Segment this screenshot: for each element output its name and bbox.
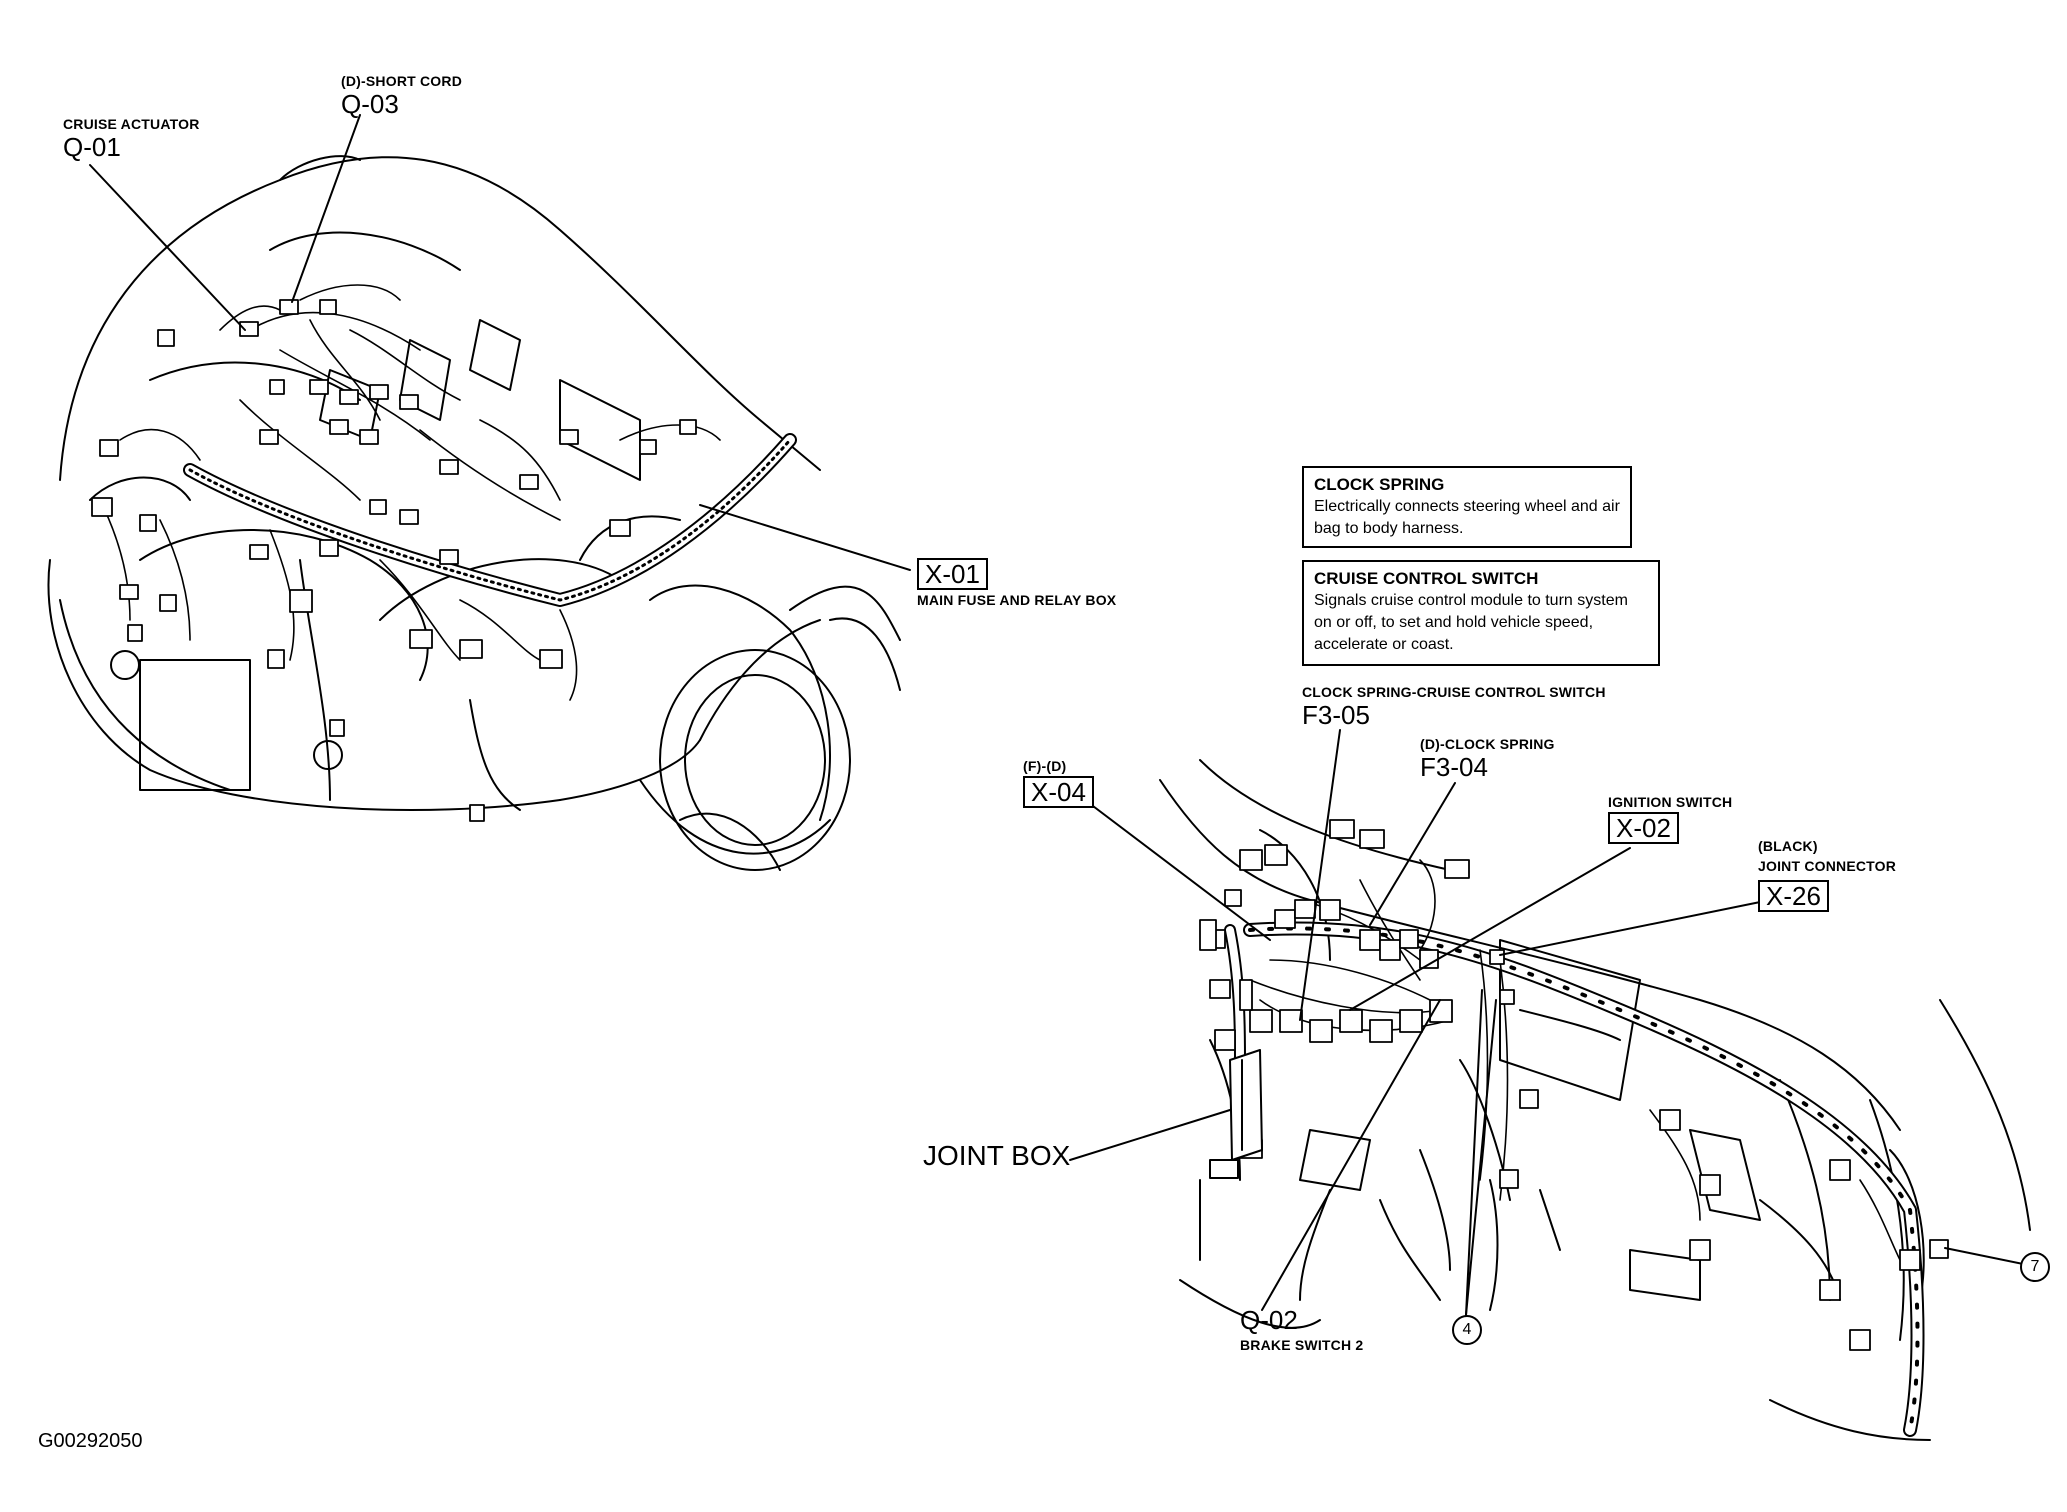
- clock-cruise-caption: CLOCK SPRING-CRUISE CONTROL SWITCH: [1302, 684, 1606, 700]
- cruise-switch-callout: CRUISE CONTROL SWITCH Signals cruise con…: [1302, 560, 1660, 666]
- dash-leader-lines: [1069, 729, 2034, 1316]
- joint-connector-code: X-26: [1758, 880, 1829, 912]
- joint-connector-caption-2: JOINT CONNECTOR: [1758, 858, 1897, 874]
- dash-harness: [1224, 921, 1925, 1437]
- dash-wiring: [1249, 859, 1901, 1261]
- joint-box-label: JOINT BOX: [923, 1140, 1071, 1171]
- clock-spring-code: F3-04: [1420, 752, 1488, 782]
- cruise-actuator-caption: CRUISE ACTUATOR: [63, 116, 200, 132]
- short-cord-code: Q-03: [341, 89, 399, 119]
- joint-connector-caption-1: (BLACK): [1758, 838, 1818, 854]
- figure-id: G00292050: [38, 1430, 143, 1452]
- main-fuse-code: X-01: [917, 558, 988, 590]
- clock-spring-caption: (D)-CLOCK SPRING: [1420, 736, 1555, 752]
- clock-cruise-code: F3-05: [1302, 700, 1370, 730]
- main-fuse-caption: MAIN FUSE AND RELAY BOX: [917, 592, 1117, 608]
- cruise-switch-callout-body: Signals cruise control module to turn sy…: [1314, 592, 1628, 653]
- engine-wiring: [99, 284, 721, 701]
- dashboard-outline: [1159, 759, 2031, 1441]
- cruise-actuator-code: Q-01: [63, 132, 121, 162]
- clock-spring-callout-title: CLOCK SPRING: [1314, 475, 1445, 494]
- reference-circle-7: 7: [2020, 1252, 2050, 1282]
- clock-spring-callout-body: Electrically connects steering wheel and…: [1314, 498, 1620, 537]
- short-cord-caption: (D)-SHORT CORD: [341, 73, 463, 89]
- brake-switch-caption: BRAKE SWITCH 2: [1240, 1337, 1364, 1353]
- ignition-caption: IGNITION SWITCH: [1608, 794, 1733, 810]
- cruise-switch-callout-title: CRUISE CONTROL SWITCH: [1314, 569, 1539, 588]
- ignition-code: X-02: [1608, 812, 1679, 844]
- reference-circle-4: 4: [1452, 1315, 1482, 1345]
- joint-box-shape: [1209, 1049, 1263, 1179]
- fd-code: X-04: [1023, 776, 1094, 808]
- front-leader-lines: [89, 114, 911, 571]
- clock-spring-callout: CLOCK SPRING Electrically connects steer…: [1302, 466, 1632, 548]
- fd-caption: (F)-(D): [1023, 758, 1067, 774]
- front-connectors: [91, 299, 697, 822]
- car-front-outline: [47, 155, 901, 871]
- front-harness: [183, 433, 797, 607]
- brake-switch-code: Q-02: [1240, 1305, 1298, 1335]
